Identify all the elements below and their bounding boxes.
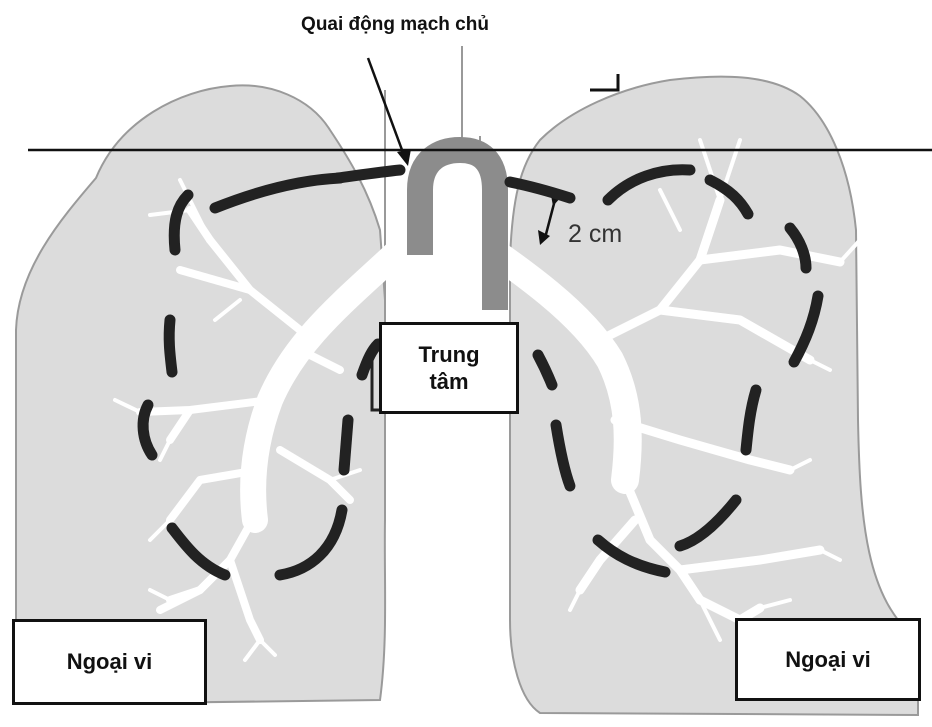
distance-label: 2 cm [568, 220, 622, 249]
peripheral-left-label: Ngoại vi [12, 619, 207, 705]
corner-mark [590, 74, 618, 90]
central-label-line2: tâm [429, 368, 468, 396]
aortic-arch-label: Quai động mạch chủ [250, 14, 540, 36]
central-zone-label: Trung tâm [379, 322, 519, 414]
central-label-line1: Trung [418, 341, 479, 369]
peripheral-right-label: Ngoại vi [735, 618, 921, 701]
